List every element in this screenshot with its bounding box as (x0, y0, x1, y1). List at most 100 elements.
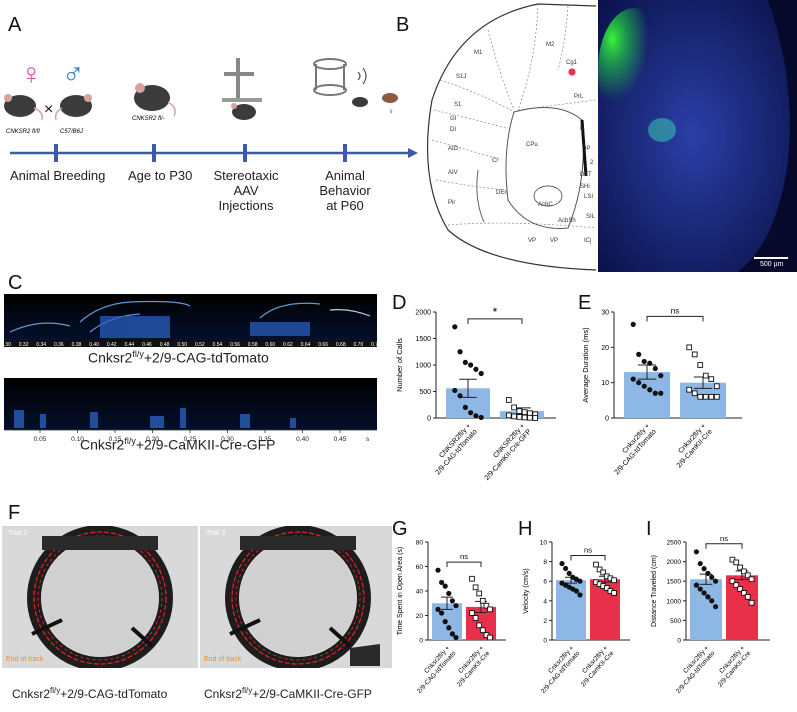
data-point (473, 413, 479, 419)
significance-label: ns (671, 306, 679, 315)
y-tick-label: 20 (601, 345, 609, 352)
svg-text:♀: ♀ (388, 107, 394, 116)
data-point (641, 383, 647, 389)
female-symbol: ♀ (20, 58, 43, 91)
data-point (532, 415, 539, 421)
spectrogram-caption-top: Cnksr2fl/y+2/9-CAG-tdTomato (88, 349, 269, 366)
tick-label: 0.54 (213, 342, 223, 348)
data-point (487, 634, 493, 641)
data-point (457, 349, 463, 355)
svg-text:S1: S1 (454, 102, 462, 108)
data-point (563, 565, 569, 572)
tick-label: 0.62 (283, 342, 293, 348)
category-label: Cnksr2fl/y +2/9-CamKII-Cre (669, 423, 713, 470)
data-point (462, 404, 468, 410)
cross-symbol: × (44, 101, 53, 118)
data-point (686, 344, 693, 351)
svg-text:AID: AID (448, 146, 459, 152)
data-point (566, 570, 572, 576)
male-symbol: ♂ (62, 58, 85, 91)
breeding-timeline: ♀ ♂ × CNKSR2 fl/fl C57/B6J CNKSR2 fl/- (4, 58, 418, 162)
data-point (483, 602, 490, 609)
data-point (713, 604, 719, 610)
significance-bracket (570, 555, 606, 561)
svg-text:VP: VP (550, 238, 558, 244)
data-point (647, 360, 653, 366)
mouse-icon (4, 94, 44, 121)
tick-label: 0.50 (177, 342, 187, 348)
svg-text:CPu: CPu (526, 142, 538, 148)
data-point (708, 393, 715, 400)
behavior-arena-icon: ♀ (313, 58, 398, 116)
data-point (446, 590, 452, 597)
y-axis-label: Average Duration (ms) (581, 327, 590, 403)
data-point (702, 372, 709, 379)
panel-label-c: C (8, 272, 23, 294)
data-point (611, 590, 617, 596)
tick-label: 0.45 (334, 436, 347, 442)
data-point (435, 567, 441, 573)
y-axis-label: Number of Calls (395, 338, 404, 392)
data-point (713, 393, 720, 400)
y-tick-label: 2000 (667, 559, 682, 566)
data-point (708, 376, 715, 382)
data-point (697, 362, 704, 368)
data-point (630, 321, 636, 327)
tick-label: 0.52 (195, 342, 205, 348)
data-point (652, 390, 658, 396)
mouse3-label: CNKSR2 fl/- (132, 116, 165, 122)
y-tick-label: 1000 (415, 363, 431, 370)
data-point (478, 414, 484, 421)
data-point (702, 393, 709, 400)
data-point (511, 413, 517, 420)
data-point (705, 594, 711, 600)
tick-label: 0.66 (318, 342, 328, 348)
data-point (748, 599, 755, 606)
svg-text:2: 2 (590, 160, 594, 166)
svg-text:DI: DI (450, 127, 456, 133)
bar (726, 575, 758, 640)
data-point (741, 590, 747, 596)
svg-text:SHi: SHi (580, 184, 590, 190)
data-point (476, 590, 483, 597)
y-tick-label: 2500 (667, 540, 682, 547)
data-point (511, 404, 517, 411)
svg-text:Pir: Pir (448, 200, 455, 206)
chart-time-open-area: Time Spent in Open Area (s)020406080Cnks… (397, 540, 506, 695)
tick-label: 0.56 (230, 342, 240, 348)
tick-label: 0.38 (72, 342, 82, 348)
data-point (453, 634, 459, 641)
data-point (468, 410, 474, 416)
panel-label-h: H (518, 518, 533, 540)
significance-bracket (467, 318, 523, 324)
data-point (453, 603, 459, 609)
data-point (748, 576, 755, 583)
data-point (439, 579, 445, 586)
data-point (701, 566, 707, 572)
y-tick-label: 0 (543, 638, 547, 645)
data-point (705, 570, 711, 576)
data-point (652, 365, 658, 372)
data-point (452, 324, 458, 330)
y-tick-label: 10 (601, 380, 609, 387)
data-point (446, 625, 452, 631)
tick-label: 0.42 (107, 342, 117, 348)
timeline-step-3: Stereotaxic AAV Injections (213, 168, 279, 213)
panel-label-e: E (578, 292, 592, 314)
tick-label: 0.60 (265, 342, 275, 348)
mouse-icon (134, 83, 176, 117)
y-tick-label: 2 (543, 618, 547, 625)
stereotaxic-frame-icon (222, 58, 262, 120)
tick-label: 0.40 (296, 436, 309, 442)
data-point (479, 597, 486, 604)
svg-text:SIL: SIL (586, 214, 596, 220)
data-point (729, 578, 736, 585)
y-axis-label: Distance Traveled (cm) (651, 555, 658, 627)
y-tick-label: 0 (677, 638, 681, 645)
y-tick-label: 6 (543, 579, 547, 586)
svg-text:PrL: PrL (574, 94, 584, 100)
data-point (658, 390, 664, 396)
data-point (442, 583, 448, 589)
tick-label: 0.46 (142, 342, 152, 348)
